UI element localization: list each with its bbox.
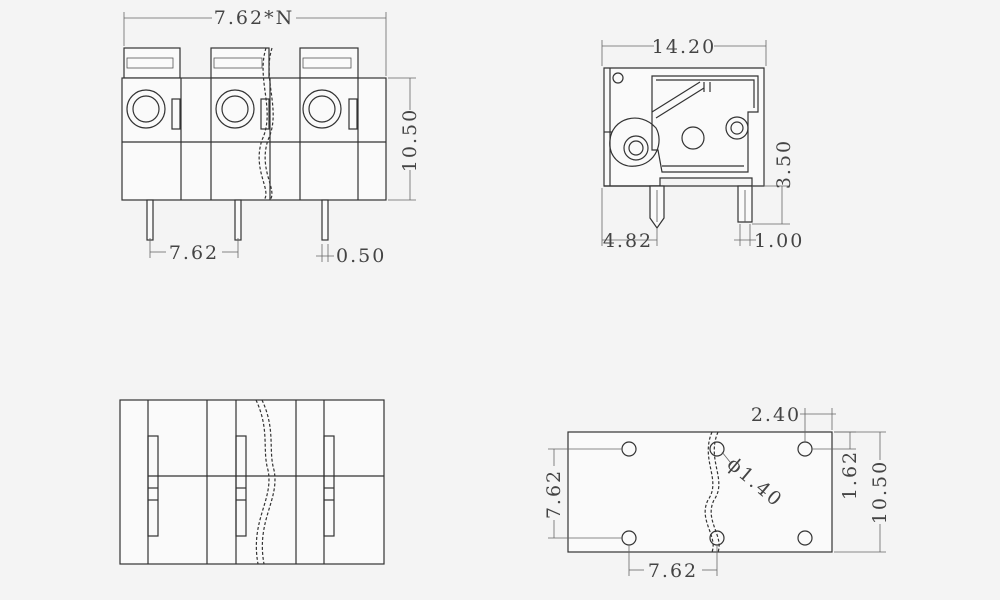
pcb-layout: 2.40 ϕ1.40 7.62 7.62 1.62 10.50: [543, 404, 891, 582]
pcb-hole: [797, 530, 813, 546]
pin-2: [234, 199, 242, 241]
latch-1: [123, 47, 181, 79]
dim-pin-size: 1.00: [754, 230, 804, 252]
bottom-body: [119, 399, 385, 565]
dim-depth: 14.20: [652, 36, 716, 58]
screw-head: [681, 126, 705, 150]
latch-2: [210, 47, 270, 79]
side-view: 14.20 3.50 4.82 1.00: [601, 36, 804, 252]
front-body: [121, 77, 387, 201]
dim-column-pitch: 7.62: [648, 560, 698, 582]
dim-front-height: 10.50: [399, 108, 421, 172]
pcb-hole: [709, 441, 725, 457]
pcb-break-line: [704, 431, 714, 553]
side-small-hole: [612, 72, 624, 84]
front-view: 7.62*N 10.50 7.62 0.50: [121, 7, 421, 267]
bottom-view: [119, 399, 385, 565]
pin-3: [321, 199, 329, 241]
dim-pin-width: 0.50: [336, 245, 386, 267]
screw-hole-3: [302, 89, 358, 130]
latch-3: [299, 47, 359, 79]
dim-hole-inset: 2.40: [751, 404, 801, 426]
pcb-outline: [567, 431, 833, 553]
dim-pin-offset: 4.82: [603, 230, 653, 252]
bottom-break-line: [255, 399, 270, 565]
pin-1: [146, 199, 154, 241]
break-line: [258, 47, 268, 201]
dim-row-spacing: 7.62: [543, 469, 565, 519]
dim-width-total: 7.62*N: [214, 7, 294, 29]
dim-edge-offset: 1.62: [839, 450, 861, 500]
wire-entry: [609, 117, 660, 167]
dim-pitch: 7.62: [169, 242, 219, 264]
dim-pin-length: 3.50: [773, 139, 795, 189]
screw-hole-2: [215, 89, 270, 130]
screw-hole-1: [126, 89, 181, 130]
side-body: [603, 67, 765, 187]
dim-pcb-height: 10.50: [869, 460, 891, 524]
